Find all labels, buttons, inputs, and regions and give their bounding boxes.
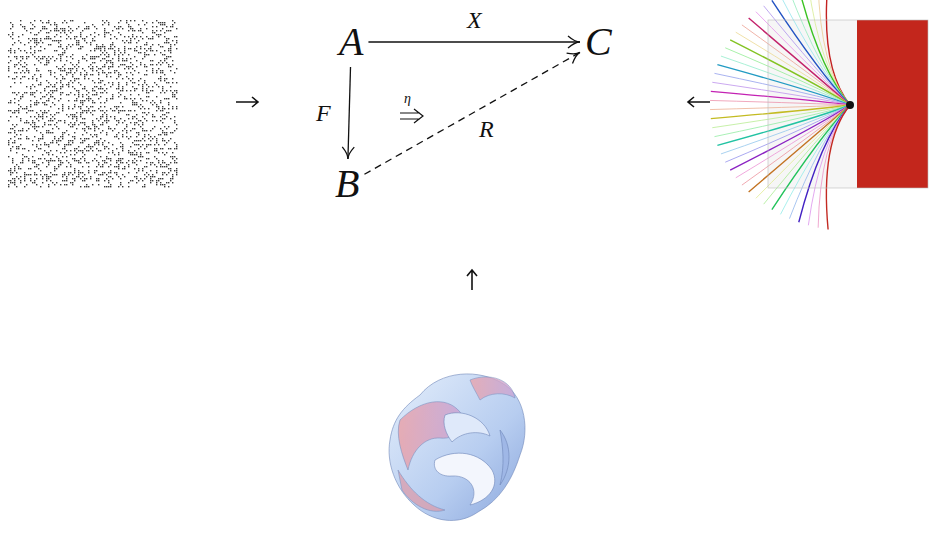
double-arrow	[400, 109, 423, 123]
object-name: C	[585, 22, 612, 62]
object-name: B	[335, 164, 359, 204]
math-object: B	[333, 162, 361, 206]
morphism-label: R	[479, 117, 494, 141]
morphism-arrow	[342, 67, 354, 159]
math-object: C	[583, 20, 614, 64]
math-object: A	[337, 20, 365, 64]
complex-plot-image	[710, 0, 928, 229]
object-name: A	[339, 22, 363, 62]
morphism-label: F	[316, 101, 331, 125]
morphism-label: X	[467, 8, 482, 32]
noise-image	[8, 20, 177, 187]
morphism-arrow	[368, 36, 580, 48]
transformation-label: η	[404, 92, 411, 106]
calabi-yau-image	[389, 374, 525, 521]
morphism-arrow	[364, 52, 580, 174]
pointer-arrows	[236, 97, 710, 290]
